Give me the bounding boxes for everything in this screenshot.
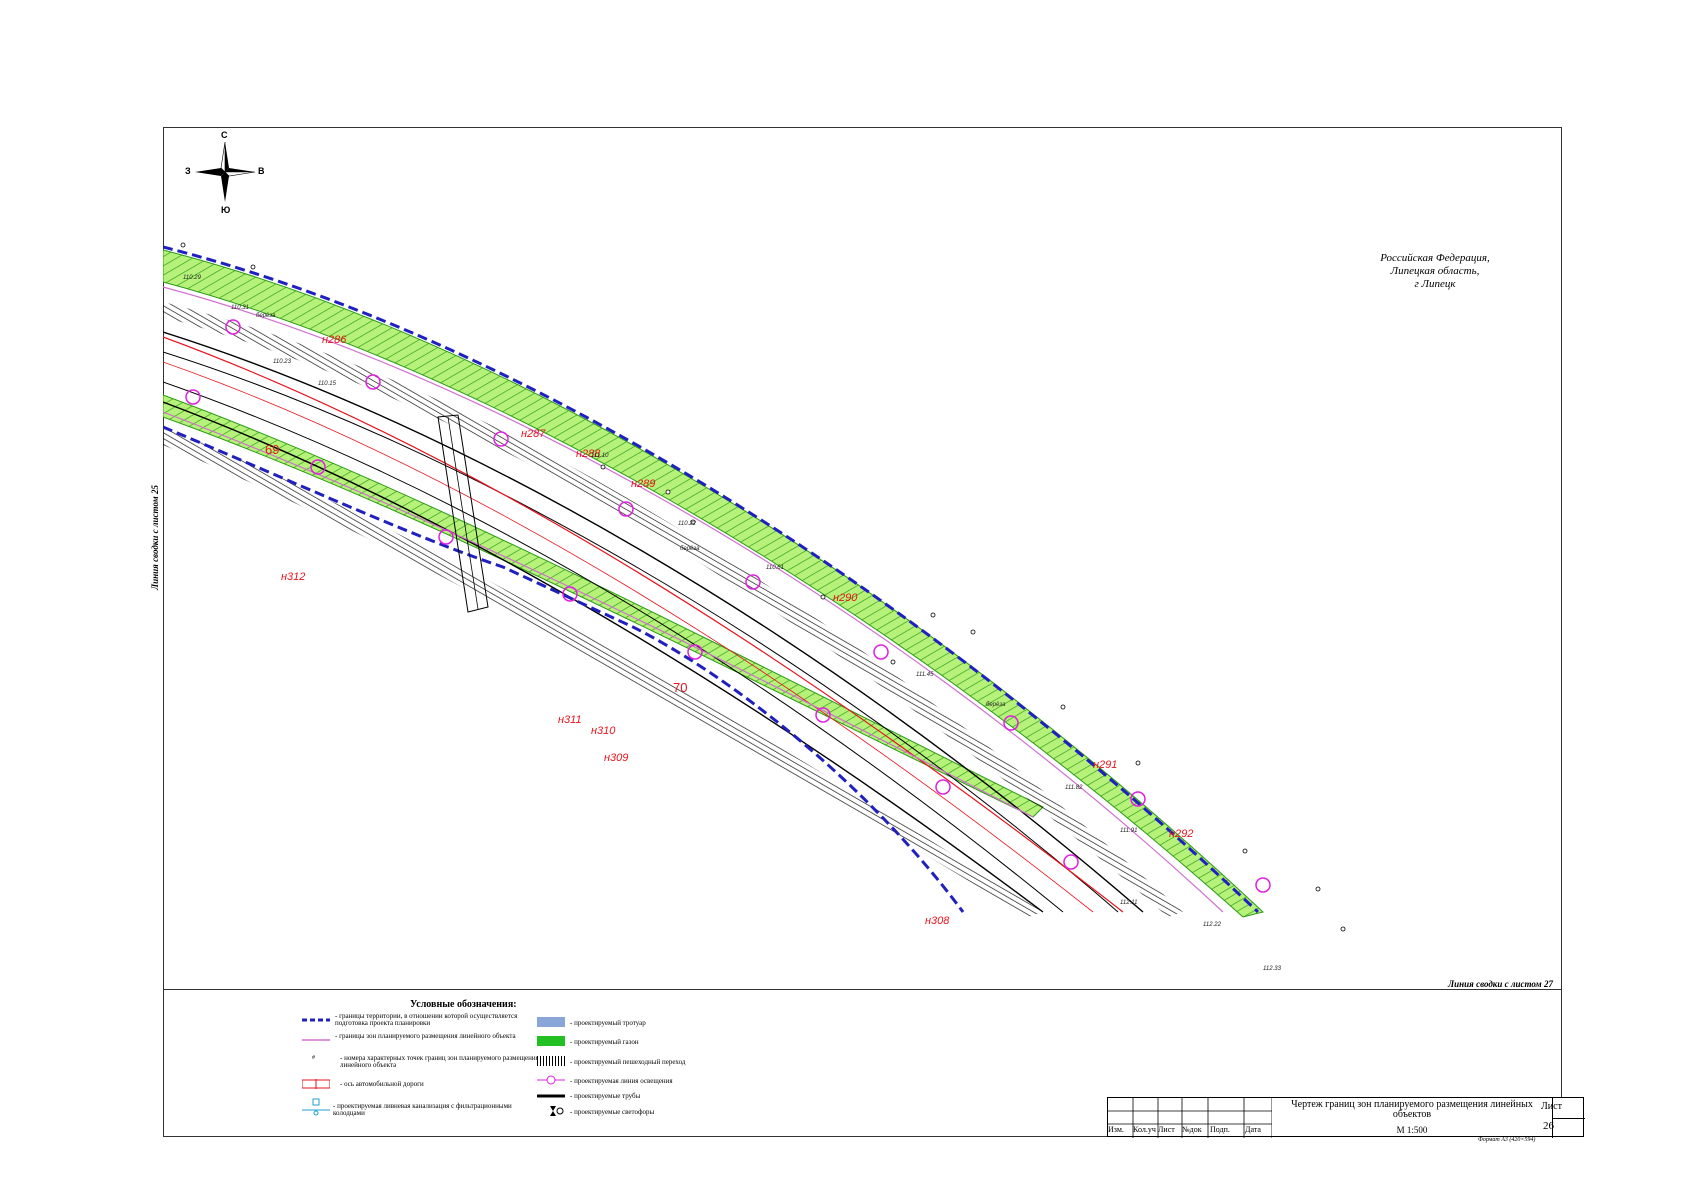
elevation-label: 110.61 [766, 565, 784, 571]
stamp-col-change: Изм. [1108, 1125, 1124, 1134]
legend-axis-symbol [302, 1079, 330, 1089]
picket-label: 69 [265, 442, 279, 457]
legend-zone-symbol [302, 1039, 330, 1041]
elevation-label: 111.10 [591, 453, 609, 459]
legend-drainage-symbol [302, 1098, 330, 1116]
region-line-1: Российская Федерация, [1380, 252, 1490, 264]
point-label: н311 [558, 714, 582, 726]
point-label: н289 [631, 478, 655, 490]
elevation-label: 112.33 [1263, 966, 1282, 972]
elevation-label: 111.91 [1120, 828, 1137, 834]
region-line-2: Липецкая область, [1390, 265, 1480, 277]
point-label: н310 [591, 725, 616, 737]
drawing-frame [163, 127, 1562, 1137]
compass-south: Ю [221, 205, 231, 215]
legend-traffic-light-symbol [550, 1106, 564, 1116]
legend-item: - проектируемые светофоры [570, 1108, 655, 1116]
legend-sidewalk-symbol [537, 1017, 565, 1027]
point-label: н309 [604, 752, 628, 764]
legend-item: - проектируемая ливневая канализация с ф… [333, 1102, 512, 1117]
point-label: н288 [576, 448, 601, 460]
elevation-label: 112.22 [1203, 922, 1222, 928]
sheet-label: Лист [1541, 1101, 1562, 1112]
map-drawing: н286 н287 н288 н289 н290 н291 н292 н308 … [163, 242, 1346, 972]
elevation-label: 110.15 [318, 381, 337, 387]
legend-divider [163, 989, 1562, 990]
match-line-right: Линия сводки с листом 27 [1448, 979, 1553, 989]
legend-item: - проектируемый пешеходный переход [570, 1058, 686, 1066]
region-label: Российская Федерация, Липецкая область, … [1350, 252, 1520, 291]
point-label: н312 [281, 571, 305, 583]
point-label: н292 [1169, 828, 1193, 840]
elevation-label: 111.45 [916, 672, 934, 678]
stamp-col-sign: Подп. [1210, 1125, 1230, 1134]
elevation-label: 110.31 [231, 305, 249, 311]
legend-pipes-symbol [537, 1094, 565, 1098]
compass-north: С [221, 130, 228, 140]
legend-lawn-symbol [537, 1036, 565, 1046]
title-block: Чертеж границ зон планируемого размещени… [1107, 1097, 1585, 1138]
region-line-3: г Липецк [1414, 278, 1456, 290]
stamp-col-date: Дата [1245, 1125, 1261, 1134]
point-label: н287 [521, 428, 546, 440]
drawing-scale: М 1:500 [1396, 1125, 1428, 1135]
sheet-number: 26 [1543, 1120, 1554, 1132]
point-label: н290 [833, 592, 858, 604]
format-note: Формат А3 (420×594) [1478, 1137, 1536, 1143]
elevation-label: 110.22 [678, 521, 697, 527]
compass-west: З [185, 166, 191, 176]
match-line-left: Линия сводки с листом 25 [150, 485, 160, 590]
tree-label: берёза [256, 313, 276, 319]
legend-crossing-symbol [537, 1056, 565, 1066]
stamp-col-doc: №док [1182, 1125, 1202, 1134]
legend-item: - номера характерных точек границ зон пл… [340, 1054, 539, 1069]
compass-east: В [258, 166, 265, 176]
legend-point-symbol: # [312, 1055, 315, 1061]
legend-item: - проектируемый тротуар [570, 1019, 646, 1027]
legend-item: - ось автомобильной дороги [340, 1080, 424, 1088]
point-label: н291 [1093, 759, 1117, 771]
legend-territory-symbol [302, 1018, 330, 1022]
elevation-label: 110.29 [183, 275, 202, 281]
point-label: н308 [925, 915, 950, 927]
legend-item: - границы зон планируемого размещения ли… [335, 1032, 516, 1040]
stamp-col-count: Кол.уч [1133, 1125, 1156, 1134]
legend-lighting-symbol [537, 1075, 565, 1085]
title-block-grid [1108, 1098, 1272, 1138]
drawing-title: Чертеж границ зон планируемого размещени… [1291, 1099, 1533, 1120]
legend-item: - границы территории, в отношении которо… [335, 1012, 518, 1027]
sheet-divider [1552, 1118, 1585, 1119]
tree-label: берёза [986, 702, 1006, 708]
elevation-label: 110.23 [273, 359, 292, 365]
legend-item: - проектируемая линия освещения [570, 1077, 673, 1085]
stamp-col-sheet: Лист [1158, 1125, 1175, 1134]
elevation-label: 111.82 [1065, 785, 1083, 791]
legend-item: - проектируемые трубы [570, 1092, 641, 1100]
elevation-label: 112.11 [1120, 900, 1137, 906]
compass-rose-icon [195, 141, 256, 202]
point-label: н286 [322, 334, 347, 346]
legend-title: Условные обозначения: [410, 999, 517, 1010]
picket-label: 70 [673, 680, 687, 695]
legend-item: - проектируемый газон [570, 1038, 639, 1046]
tree-label: берёза [680, 546, 700, 552]
